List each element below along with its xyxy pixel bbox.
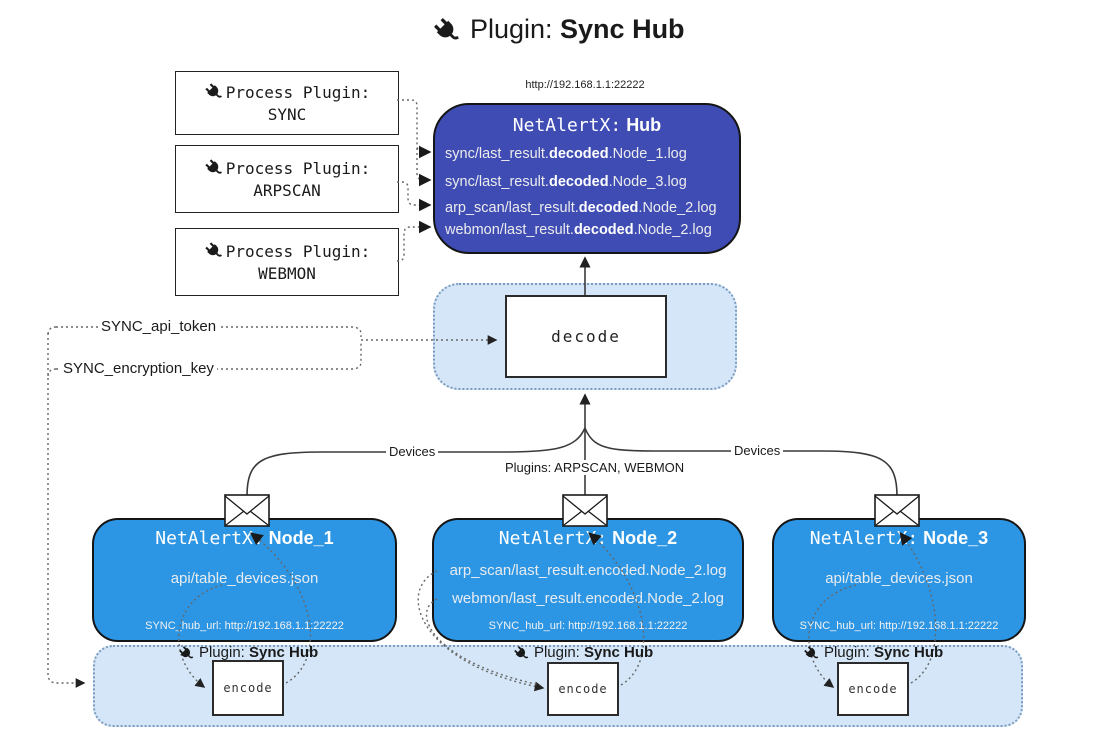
diagram-title: Plugin: Sync Hub <box>0 14 1117 46</box>
file-post: .Node_2.log <box>638 200 717 216</box>
node-hub-url: SYNC_hub_url: http://192.168.1.1:22222 <box>488 620 688 632</box>
wire-sync-to-hub-1 <box>397 99 432 159</box>
process-plugin-label: Process Plugin: <box>225 241 371 261</box>
node-title-name: Node_1 <box>268 528 334 548</box>
wire-secrets-to-band <box>47 333 86 688</box>
node-title-prefix: NetAlertX: <box>498 528 608 549</box>
file-pre: webmon/last_result. <box>445 222 574 238</box>
process-plugin-label: Process Plugin: <box>225 82 371 102</box>
encode-box: encode <box>547 662 619 716</box>
plug-icon <box>432 16 462 46</box>
wire-arpscan-to-hub <box>397 181 432 212</box>
file-mid: decoded <box>578 200 639 216</box>
file-mid: decoded <box>548 146 609 162</box>
hub-file-line: webmon/last_result.decoded.Node_2.log <box>445 222 712 238</box>
plug-icon <box>513 645 530 662</box>
file-pre: sync/last_result. <box>445 174 549 190</box>
band-plugin-name: Sync Hub <box>584 644 654 661</box>
sync-encryption-key-label: SYNC_encryption_key <box>60 360 217 377</box>
band-plugin-label: Plugin: Sync Hub <box>783 644 963 662</box>
hub-title-name: Hub <box>626 115 662 135</box>
process-plugin-box-arpscan: Process Plugin: ARPSCAN <box>175 145 399 213</box>
node-title: NetAlertX: Node_3 <box>774 528 1024 549</box>
hub-file-line: arp_scan/last_result.decoded.Node_2.log <box>445 200 717 216</box>
band-plugin-name: Sync Hub <box>249 644 319 661</box>
sync-api-token-label: SYNC_api_token <box>98 318 220 335</box>
plug-icon <box>204 241 224 261</box>
process-plugin-box-sync: Process Plugin: SYNC <box>175 71 399 135</box>
hub-box: NetAlertX: Hub sync/last_result.decoded.… <box>433 103 741 254</box>
node-title-name: Node_2 <box>612 528 678 548</box>
encode-box: encode <box>212 660 284 716</box>
file-post: .Node_3.log <box>608 174 687 190</box>
hub-file-line: sync/last_result.decoded.Node_3.log <box>445 174 687 190</box>
file-mid: decoded <box>573 222 634 238</box>
node-box-node-2: NetAlertX: Node_2 arp_scan/last_result.e… <box>432 518 744 642</box>
encode-box: encode <box>837 662 909 716</box>
process-plugin-box-webmon: Process Plugin: WEBMON <box>175 228 399 296</box>
plug-icon <box>204 158 224 178</box>
plug-icon <box>803 645 820 662</box>
wire-webmon-to-hub <box>397 220 432 262</box>
file-pre: sync/last_result. <box>445 146 549 162</box>
wire-api-token-left-corner <box>47 326 57 336</box>
edge-label-devices-left: Devices <box>386 444 439 459</box>
process-plugin-label-row: Process Plugin: <box>204 82 371 102</box>
edge-label-plugins: Plugins: ARPSCAN, WEBMON <box>502 460 688 475</box>
hub-title: NetAlertX: Hub <box>435 115 739 136</box>
node-hub-url: SYNC_hub_url: http://192.168.1.1:22222 <box>799 620 999 632</box>
band-plugin-prefix: Plugin: <box>823 644 870 661</box>
decode-box: decode <box>505 295 667 378</box>
edge-label-devices-right: Devices <box>731 443 784 458</box>
node-title: NetAlertX: Node_2 <box>434 528 742 549</box>
title-prefix: Plugin: <box>469 14 553 44</box>
node-title: NetAlertX: Node_1 <box>94 528 395 549</box>
band-plugin-prefix: Plugin: <box>198 644 245 661</box>
process-plugin-label: Process Plugin: <box>225 158 371 178</box>
band-plugin-label: Plugin: Sync Hub <box>493 644 673 662</box>
process-plugin-label-row: Process Plugin: <box>204 241 371 261</box>
file-pre: arp_scan/last_result. <box>445 200 579 216</box>
title-name: Sync Hub <box>560 14 685 44</box>
process-plugin-name: WEBMON <box>258 264 316 283</box>
node-title-name: Node_3 <box>923 528 989 548</box>
hub-url-label: http://192.168.1.1:22222 <box>525 79 645 91</box>
band-plugin-label: Plugin: Sync Hub <box>158 644 338 662</box>
node-title-prefix: NetAlertX: <box>155 528 264 549</box>
process-plugin-label-row: Process Plugin: <box>204 158 371 178</box>
hub-file-line: sync/last_result.decoded.Node_1.log <box>445 146 687 162</box>
hub-title-prefix: NetAlertX: <box>512 115 622 136</box>
node-hub-url: SYNC_hub_url: http://192.168.1.1:22222 <box>145 620 344 632</box>
node-box-node-1: NetAlertX: Node_1 api/table_devices.json… <box>92 518 397 642</box>
wire-encryption-key-left-corner <box>47 368 57 378</box>
node-file-line: webmon/last_result.encoded.Node_2.log <box>452 590 724 607</box>
node-file-line: arp_scan/last_result.encoded.Node_2.log <box>449 562 727 579</box>
node-title-prefix: NetAlertX: <box>809 528 919 549</box>
node-file-line: api/table_devices.json <box>170 570 319 587</box>
node-file-line: api/table_devices.json <box>825 570 973 587</box>
node-box-node-3: NetAlertX: Node_3 api/table_devices.json… <box>772 518 1026 642</box>
wire-sync-to-hub-2 <box>416 148 432 187</box>
file-post: .Node_1.log <box>608 146 687 162</box>
process-plugin-name: SYNC <box>267 105 307 124</box>
plug-icon <box>204 82 224 102</box>
plug-icon <box>178 645 195 662</box>
band-plugin-name: Sync Hub <box>874 644 944 661</box>
process-plugin-name: ARPSCAN <box>253 181 321 200</box>
band-plugin-prefix: Plugin: <box>533 644 580 661</box>
file-mid: decoded <box>548 174 609 190</box>
file-post: .Node_2.log <box>633 222 712 238</box>
